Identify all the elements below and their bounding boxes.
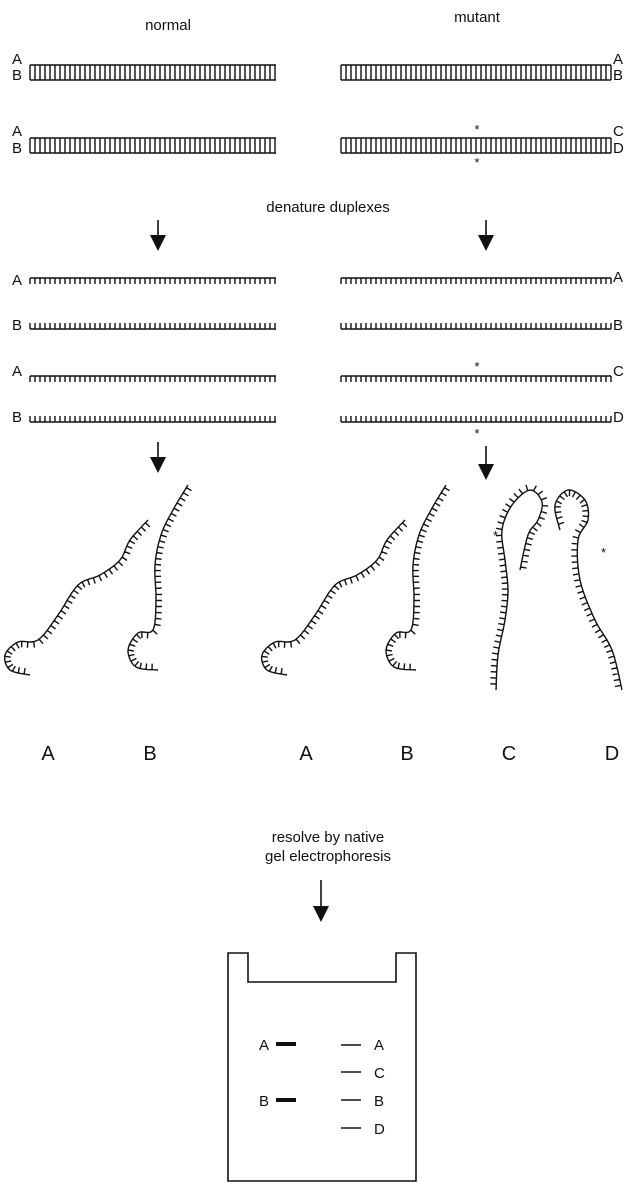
- label-normal-top-1: A: [12, 51, 22, 68]
- header-normal: normal: [145, 17, 191, 34]
- mutation-star-bottom: *: [474, 155, 479, 170]
- gel-mutant-label-b: B: [374, 1093, 384, 1110]
- label-mutant-bottom-1: B: [613, 67, 623, 84]
- label-mutant-top-1: A: [613, 51, 623, 68]
- mutation-star-top: *: [474, 122, 479, 137]
- strand-label-right-4: D: [613, 409, 624, 426]
- step-resolve-line-2: gel electrophoresis: [265, 848, 391, 865]
- step-denature: denature duplexes: [266, 199, 389, 216]
- gel-normal-label-a: A: [259, 1037, 269, 1054]
- gel-outline: [227, 952, 417, 1182]
- folded-label-right-b: B: [400, 743, 413, 765]
- duplex-mutant-2: [340, 137, 612, 154]
- strand-label-left-2: B: [12, 317, 22, 334]
- folded-label-right-a: A: [299, 743, 313, 765]
- folded-label-right-c: C: [502, 743, 516, 765]
- gel-band-normal-b: [276, 1098, 296, 1102]
- duplex-normal-1: [29, 64, 276, 81]
- label-mutant-top-2: C: [613, 123, 624, 140]
- gel-mutant-label-d: D: [374, 1121, 385, 1138]
- duplex-row-2: A B * * C D: [12, 122, 624, 170]
- strand-label-left-3: A: [12, 363, 22, 380]
- label-normal-bottom-2: B: [12, 140, 22, 157]
- strand-label-right-3: C: [613, 363, 624, 380]
- gel-mutant-label-c: C: [374, 1065, 385, 1082]
- gel-normal-label-b: B: [259, 1093, 269, 1110]
- strand-label-left-1: A: [12, 272, 22, 289]
- folded-label-left-b: B: [143, 743, 156, 765]
- folded-conformers: **: [3, 484, 623, 691]
- duplex-mutant-1: [340, 64, 612, 81]
- label-normal-top-2: A: [12, 123, 22, 140]
- duplex-row-1: A B A B: [12, 51, 623, 84]
- strand-label-right-1: A: [613, 269, 623, 286]
- label-mutant-bottom-2: D: [613, 140, 624, 157]
- strand-label-left-4: B: [12, 409, 22, 426]
- folded-label-left-a: A: [41, 743, 55, 765]
- gel-mutant-label-a: A: [374, 1037, 384, 1054]
- label-normal-bottom-1: B: [12, 67, 22, 84]
- fold-star-c: *: [493, 528, 498, 543]
- header-mutant: mutant: [454, 9, 501, 26]
- duplex-normal-2: [29, 137, 276, 154]
- strand-star-c: *: [474, 359, 479, 374]
- gel-band-normal-a: [276, 1042, 296, 1046]
- single-strands: A B A B A B C D * *: [12, 269, 624, 441]
- strand-star-d: *: [474, 426, 479, 441]
- strand-label-right-2: B: [613, 317, 623, 334]
- folded-label-right-d: D: [605, 743, 619, 765]
- fold-star-d: *: [601, 545, 606, 560]
- step-resolve-line-1: resolve by native: [272, 829, 385, 846]
